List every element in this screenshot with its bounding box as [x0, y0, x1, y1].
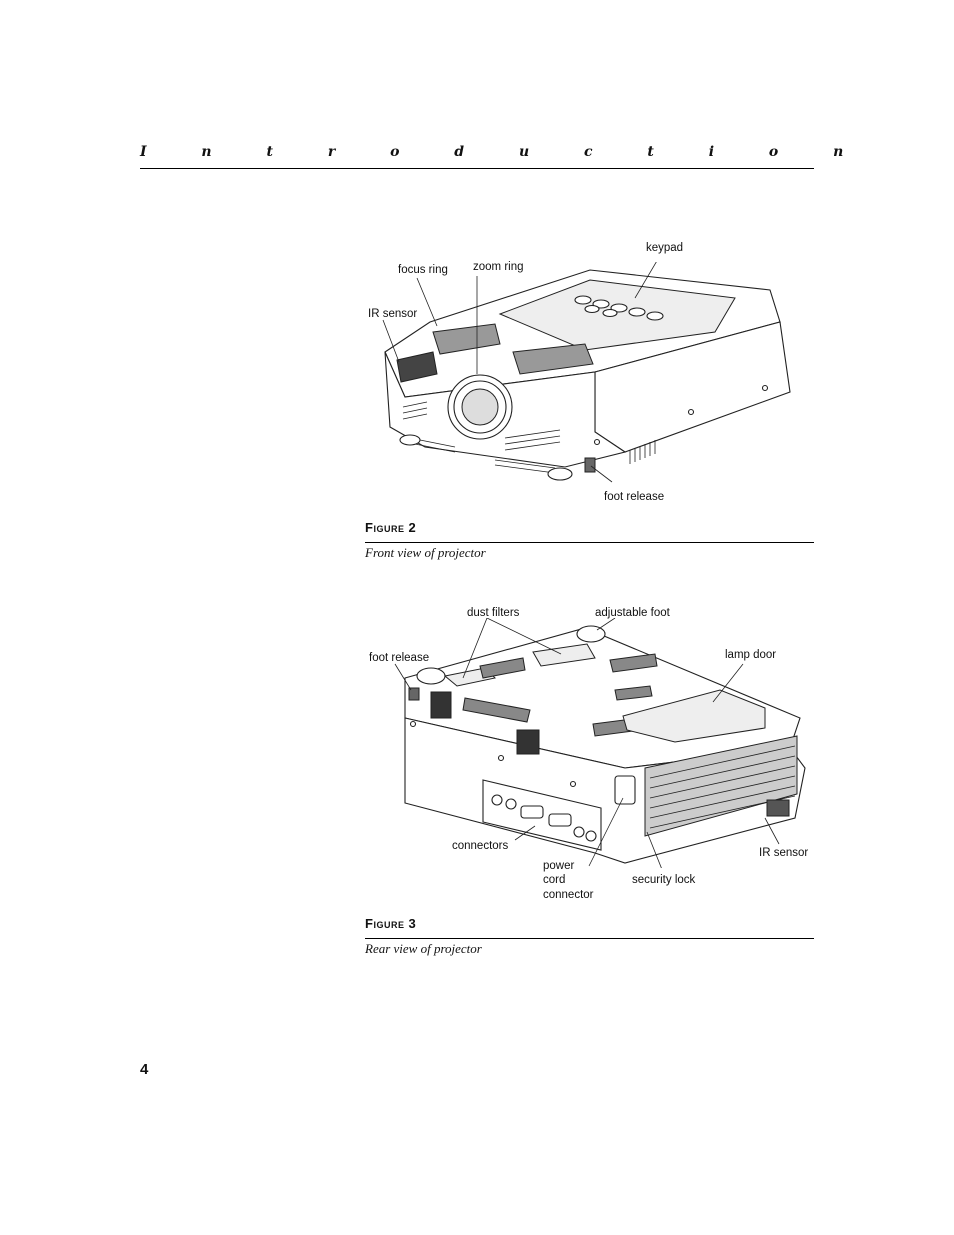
- figure-2-caption: Front view of projector: [365, 545, 486, 560]
- callout-zoom-ring: zoom ring: [473, 261, 524, 273]
- speaker-grille: [432, 323, 594, 375]
- callout-adjustable-foot: adjustable foot: [595, 607, 670, 619]
- lamp-door: [622, 689, 766, 743]
- callout-foot-release: foot release: [604, 491, 665, 503]
- front-view-illustration: [382, 262, 791, 483]
- callout-power-cord-line3: connector: [543, 889, 594, 901]
- figure-3-rule: [365, 938, 814, 939]
- page-number: 4: [140, 1061, 149, 1078]
- figure-3-label: Figure 3: [365, 916, 417, 931]
- figure-2-label: Figure 2: [365, 520, 417, 535]
- figure-2-rule: [365, 542, 814, 543]
- header-rule: [140, 168, 814, 169]
- rear-view-illustration: [394, 618, 806, 868]
- callout-power-cord-line2: cord: [543, 874, 566, 886]
- callout-power-cord-line1: power: [543, 860, 575, 872]
- running-header: I n t r o d u c t i o n: [140, 144, 869, 160]
- figure-3-caption: Rear view of projector: [365, 941, 482, 956]
- callout-focus-ring: focus ring: [398, 264, 448, 276]
- ir-sensor-window: [396, 351, 438, 383]
- callout-ir-sensor: IR sensor: [368, 308, 418, 320]
- callout-foot-release-rear: foot release: [369, 652, 430, 664]
- callout-keypad: keypad: [646, 242, 684, 254]
- callout-dust-filters: dust filters: [467, 607, 520, 619]
- callout-lamp-door: lamp door: [725, 649, 777, 661]
- callout-connectors: connectors: [452, 840, 509, 852]
- callout-ir-sensor-rear: IR sensor: [759, 847, 809, 859]
- callout-security-lock: security lock: [632, 874, 696, 886]
